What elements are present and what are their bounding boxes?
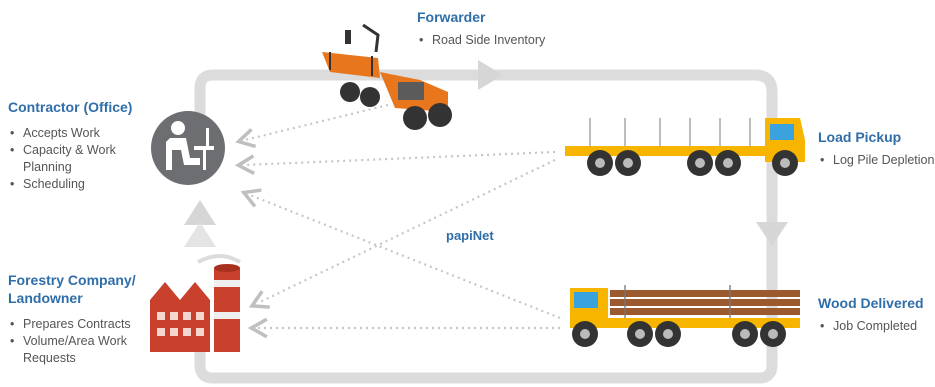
contractor-list: Accepts Work Capacity & Work Planning Sc… [8, 125, 158, 193]
factory-icon [150, 254, 242, 352]
loaded-log-truck-icon [570, 285, 800, 347]
forwarder-item: Road Side Inventory [417, 32, 545, 49]
contractor-item: Accepts Work [8, 125, 158, 142]
load-pickup-item: Log Pile Depletion [818, 152, 934, 169]
arrow-pickup-to-forestry [248, 159, 556, 309]
forestry-title-line1: Forestry Company/ [8, 272, 136, 288]
forwarder-list: Road Side Inventory [417, 32, 545, 49]
arrow-pickup-to-contractor [234, 150, 556, 175]
contractor-item: Capacity & Work Planning [8, 142, 133, 176]
loop-arrow-down [756, 222, 788, 246]
load-pickup-block: Load Pickup Log Pile Depletion [818, 128, 934, 169]
office-worker-icon [151, 111, 225, 185]
forestry-title-line2: Landowner [8, 290, 83, 306]
forestry-block: Forestry Company/ Landowner Prepares Con… [8, 271, 158, 367]
arrow-forwarder-to-contractor [235, 103, 389, 149]
forestry-item: Prepares Contracts [8, 316, 158, 333]
forestry-item: Volume/Area Work Requests [8, 333, 148, 367]
contractor-title: Contractor (Office) [8, 99, 133, 115]
empty-log-truck-icon [565, 118, 805, 176]
wood-delivered-list: Job Completed [818, 318, 924, 335]
contractor-block: Contractor (Office) Accepts Work Capacit… [8, 98, 158, 193]
load-pickup-title: Load Pickup [818, 129, 902, 145]
forwarder-machine-icon [322, 23, 452, 130]
loop-arrow-right [478, 60, 503, 90]
workflow-loop [194, 69, 778, 384]
loop-arrow-up-2 [184, 222, 216, 247]
arrow-delivered-to-contractor [240, 188, 561, 320]
load-pickup-list: Log Pile Depletion [818, 152, 934, 169]
forwarder-title: Forwarder [417, 9, 486, 25]
loop-arrow-up [184, 200, 216, 225]
wood-delivered-block: Wood Delivered Job Completed [818, 294, 924, 335]
contractor-item: Scheduling [8, 176, 158, 193]
forwarder-block: Forwarder Road Side Inventory [417, 8, 545, 49]
papinet-label: papiNet [446, 228, 494, 243]
forestry-list: Prepares Contracts Volume/Area Work Requ… [8, 316, 158, 367]
wood-delivered-item: Job Completed [818, 318, 924, 335]
wood-delivered-title: Wood Delivered [818, 295, 924, 311]
